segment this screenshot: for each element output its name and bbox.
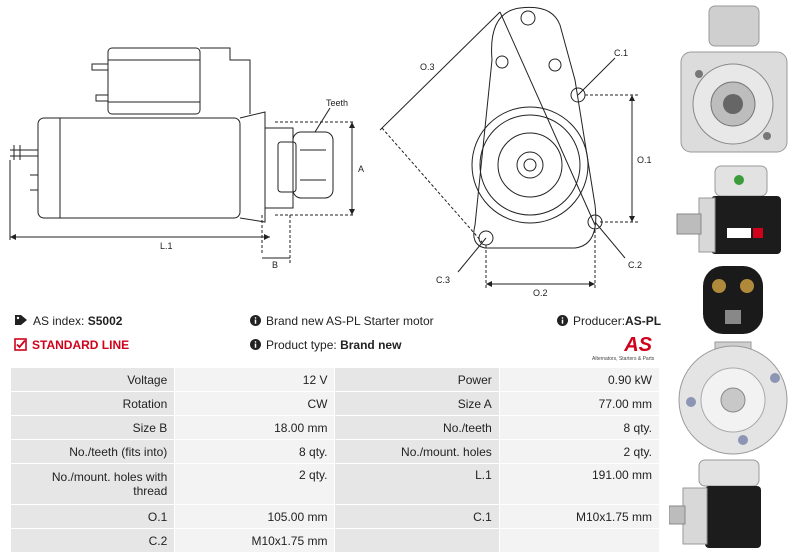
spec-key — [334, 528, 500, 553]
spec-value — [498, 528, 661, 553]
spec-value: 77.00 mm — [498, 391, 661, 416]
spec-value: CW — [174, 391, 336, 416]
tag-icon — [14, 314, 28, 329]
photo-front-view[interactable] — [669, 2, 797, 160]
spec-key: Voltage — [9, 367, 176, 392]
spec-value: 2 qty. — [174, 463, 336, 505]
spec-key: Rotation — [9, 391, 176, 416]
spec-value: 2 qty. — [498, 439, 661, 464]
spec-key: No./teeth (fits into) — [9, 439, 176, 464]
dim-o2-label: O.2 — [533, 288, 548, 298]
checkbox-icon — [14, 338, 27, 354]
as-logo: AS Alternators, Starters & Parts — [592, 334, 660, 362]
spec-value: 12 V — [174, 367, 336, 392]
info-icon — [250, 314, 261, 329]
product-type-value: Brand new — [340, 338, 402, 352]
producer-label: Producer: — [573, 314, 626, 328]
spec-table: Voltage 12 V Power 0.90 kW Rotation CW S… — [9, 367, 661, 553]
producer: Producer:AS-PL — [557, 314, 661, 329]
dim-c2-label: C.2 — [628, 260, 642, 270]
flange-outline — [473, 6, 597, 249]
logo-text: AS — [624, 334, 652, 356]
technical-drawing: Teeth A B L.1 O.3 O.1 O.2 C.1 C.2 C.3 — [9, 6, 652, 298]
standard-line-text: STANDARD LINE — [32, 338, 130, 353]
dim-b-label: B — [272, 260, 278, 270]
spec-value: 191.00 mm — [498, 463, 661, 505]
product-description: Brand new AS-PL Starter motor — [250, 314, 434, 329]
dim-l1-label: L.1 — [160, 241, 173, 251]
photo-solenoid-view[interactable] — [669, 260, 797, 340]
spec-key: O.1 — [9, 504, 176, 529]
info-icon — [557, 314, 568, 329]
as-index: AS index: S5002 — [14, 314, 122, 329]
spec-key: Size B — [9, 415, 176, 440]
spec-value: M10x1.75 mm — [498, 504, 661, 529]
motor-body-outline — [37, 117, 241, 219]
table-row: No./mount. holes with thread 2 qty. L.1 … — [9, 463, 661, 505]
spec-key: C.2 — [9, 528, 176, 553]
spec-key: No./teeth — [334, 415, 500, 440]
table-row: Size B 18.00 mm No./teeth 8 qty. — [9, 415, 661, 440]
table-row: Rotation CW Size A 77.00 mm — [9, 391, 661, 416]
table-row: C.2 M10x1.75 mm — [9, 528, 661, 553]
as-index-value: S5002 — [87, 314, 123, 328]
dim-o3-label: O.3 — [420, 62, 435, 72]
spec-key: Power — [334, 367, 500, 392]
product-type-label: Product type: — [266, 338, 337, 352]
spec-value: 8 qty. — [174, 439, 336, 464]
logo-tagline: Alternators, Starters & Parts — [592, 356, 655, 362]
dim-o1-label: O.1 — [637, 155, 652, 165]
table-row: Voltage 12 V Power 0.90 kW — [9, 367, 661, 392]
spec-key: C.1 — [334, 504, 500, 529]
photo-side-view-2[interactable] — [669, 456, 797, 551]
standard-line: STANDARD LINE — [14, 338, 129, 354]
spec-value: 8 qty. — [498, 415, 661, 440]
dim-c1-label: C.1 — [614, 48, 628, 58]
spec-key: No./mount. holes with thread — [9, 463, 176, 505]
spec-value: M10x1.75 mm — [174, 528, 336, 553]
description-text: Brand new AS-PL Starter motor — [266, 314, 434, 328]
teeth-label: Teeth — [326, 98, 348, 108]
as-index-label: AS index: — [33, 314, 85, 328]
dim-c3-label: C.3 — [436, 275, 450, 285]
info-icon — [250, 338, 261, 353]
spec-value: 105.00 mm — [174, 504, 336, 529]
producer-value: AS-PL — [625, 314, 662, 328]
spec-value: 0.90 kW — [498, 367, 661, 392]
product-photos — [665, 0, 800, 553]
photo-side-view[interactable] — [669, 162, 797, 257]
table-row: O.1 105.00 mm C.1 M10x1.75 mm — [9, 504, 661, 529]
spec-key: L.1 — [334, 463, 500, 505]
spec-key: Size A — [334, 391, 500, 416]
spec-value: 18.00 mm — [174, 415, 336, 440]
spec-key: No./mount. holes — [334, 439, 500, 464]
table-row: No./teeth (fits into) 8 qty. No./mount. … — [9, 439, 661, 464]
photo-rear-view[interactable] — [669, 340, 797, 455]
solenoid-outline — [107, 47, 201, 115]
product-type: Product type: Brand new — [250, 338, 401, 353]
dim-a-label: A — [358, 164, 364, 174]
